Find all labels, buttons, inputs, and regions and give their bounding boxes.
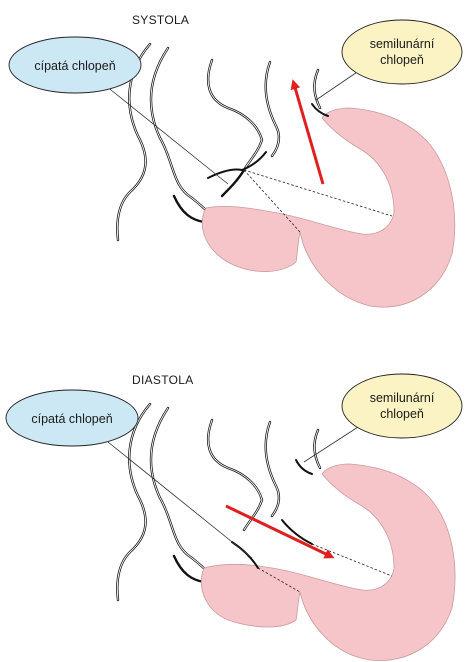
systole-left-label: cípatá chlopeň [34, 59, 115, 73]
diastole-right-label-line2: chlopeň [380, 407, 424, 421]
diastole-left-bubble: cípatá chlopeň [6, 390, 138, 446]
diastole-title: DIASTOLA [132, 373, 194, 387]
systole-right-label-line1: semilunární [370, 37, 435, 51]
systole-flow-arrow [294, 84, 323, 184]
diastole-right-label-line1: semilunární [370, 391, 435, 405]
diastole-panel: DIASTOLA [6, 373, 462, 661]
systole-ventricle [202, 108, 454, 307]
diastole-right-bubble: semilunární chlopeň [342, 374, 462, 438]
systole-panel: SYSTOLA [9, 13, 462, 307]
systole-left-bubble: cípatá chlopeň [9, 37, 141, 93]
systole-mitral-leaflet [208, 169, 242, 178]
systole-dashed-plane [244, 170, 392, 216]
diastole-aortic-cusp [296, 460, 312, 474]
diastole-ventricle [201, 464, 455, 661]
systole-left-leader [106, 86, 228, 184]
diastole-dashed-plane [312, 544, 392, 576]
systole-right-bubble: semilunární chlopeň [342, 20, 462, 84]
diastole-left-label: cípatá chlopeň [31, 412, 112, 426]
diastole-left-leader [108, 442, 252, 558]
systole-title: SYSTOLA [132, 13, 189, 27]
systole-right-label-line2: chlopeň [380, 53, 424, 67]
